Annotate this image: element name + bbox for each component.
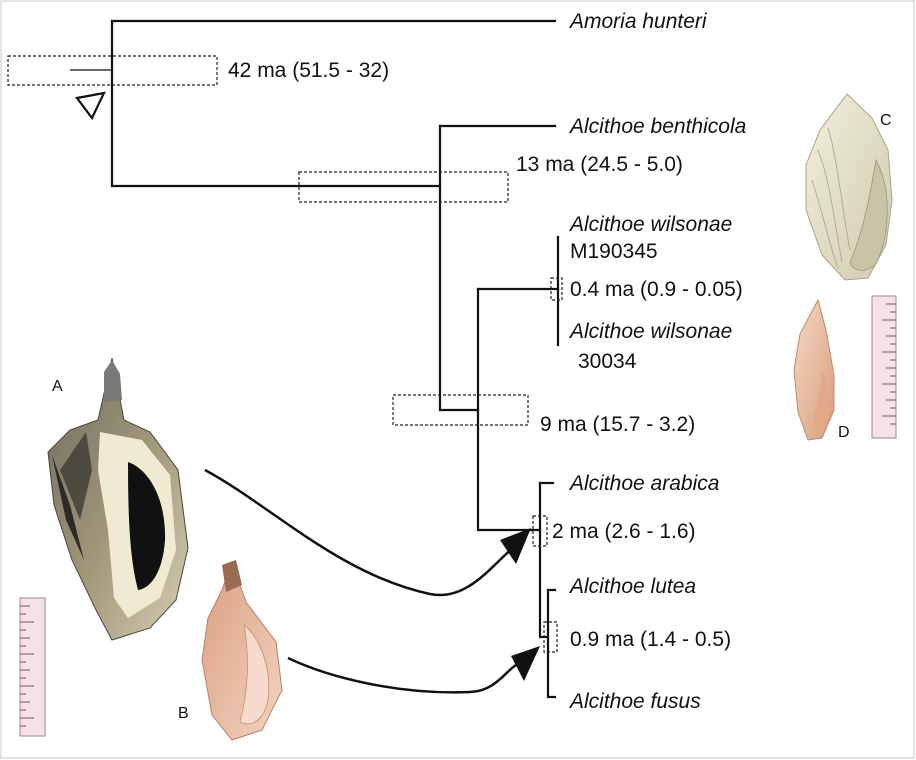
- scale-ruler-right: [871, 295, 897, 439]
- branch-benthicola-split: [438, 124, 480, 412]
- node-age-main-clade: 9 ma (15.7 - 3.2): [540, 413, 696, 436]
- node-age-wilsonae: 0.4 ma (0.9 - 0.05): [570, 278, 743, 301]
- ci-box-lutea-fusus: [543, 621, 558, 653]
- shell-c-image: [805, 93, 893, 281]
- branch-root: [110, 19, 442, 188]
- taxon-amoria-hunteri: Amoria hunteri: [570, 10, 707, 33]
- taxon-wilsonae-1-id: M190345: [570, 240, 658, 263]
- shell-letter-c: C: [880, 112, 892, 129]
- taxon-alcithoe-arabica: Alcithoe arabica: [570, 472, 720, 495]
- node-age-arabica-clade: 2 ma (2.6 - 1.6): [552, 520, 696, 543]
- tree-branches: [110, 19, 560, 699]
- scale-ruler-left: [19, 597, 46, 737]
- branch-main-clade: [476, 287, 542, 532]
- shell-letter-d: D: [838, 424, 850, 441]
- ci-box-wilsonae: [550, 277, 563, 301]
- shell-b-image: [201, 560, 283, 741]
- shell-a-image: [47, 357, 189, 641]
- taxon-alcithoe-fusus: Alcithoe fusus: [570, 690, 701, 713]
- arrow-b-head-icon: [511, 646, 540, 681]
- shell-letter-b: B: [178, 705, 189, 722]
- node-age-lutea-fusus: 0.9 ma (1.4 - 0.5): [570, 628, 732, 651]
- taxon-alcithoe-wilsonae-2: Alcithoe wilsonae: [570, 320, 733, 343]
- ci-box-benthicola-split: [298, 171, 509, 203]
- branch-arabica-clade: [538, 481, 550, 639]
- taxon-alcithoe-wilsonae-1: Alcithoe wilsonae: [570, 213, 733, 236]
- branch-lutea-fusus: [546, 588, 557, 699]
- node-age-root: 42 ma (51.5 - 32): [228, 59, 390, 82]
- arrow-a-curve: [204, 468, 518, 597]
- shell-d-image: [793, 298, 835, 441]
- shell-letter-a: A: [52, 378, 63, 395]
- taxon-wilsonae-2-id: 30034: [578, 350, 637, 373]
- taxon-alcithoe-lutea: Alcithoe lutea: [570, 575, 697, 598]
- root-marker-icon: [75, 91, 106, 121]
- ci-box-arabica-clade: [532, 515, 548, 547]
- arrow-a-head-icon: [500, 528, 531, 564]
- ci-box-main-clade: [392, 394, 529, 426]
- taxon-alcithoe-benthicola: Alcithoe benthicola: [570, 115, 747, 138]
- node-age-benthicola-split: 13 ma (24.5 - 5.0): [516, 153, 683, 176]
- arrow-b-curve: [287, 656, 517, 694]
- confidence-boxes: [7, 55, 563, 653]
- ci-box-root: [7, 55, 218, 86]
